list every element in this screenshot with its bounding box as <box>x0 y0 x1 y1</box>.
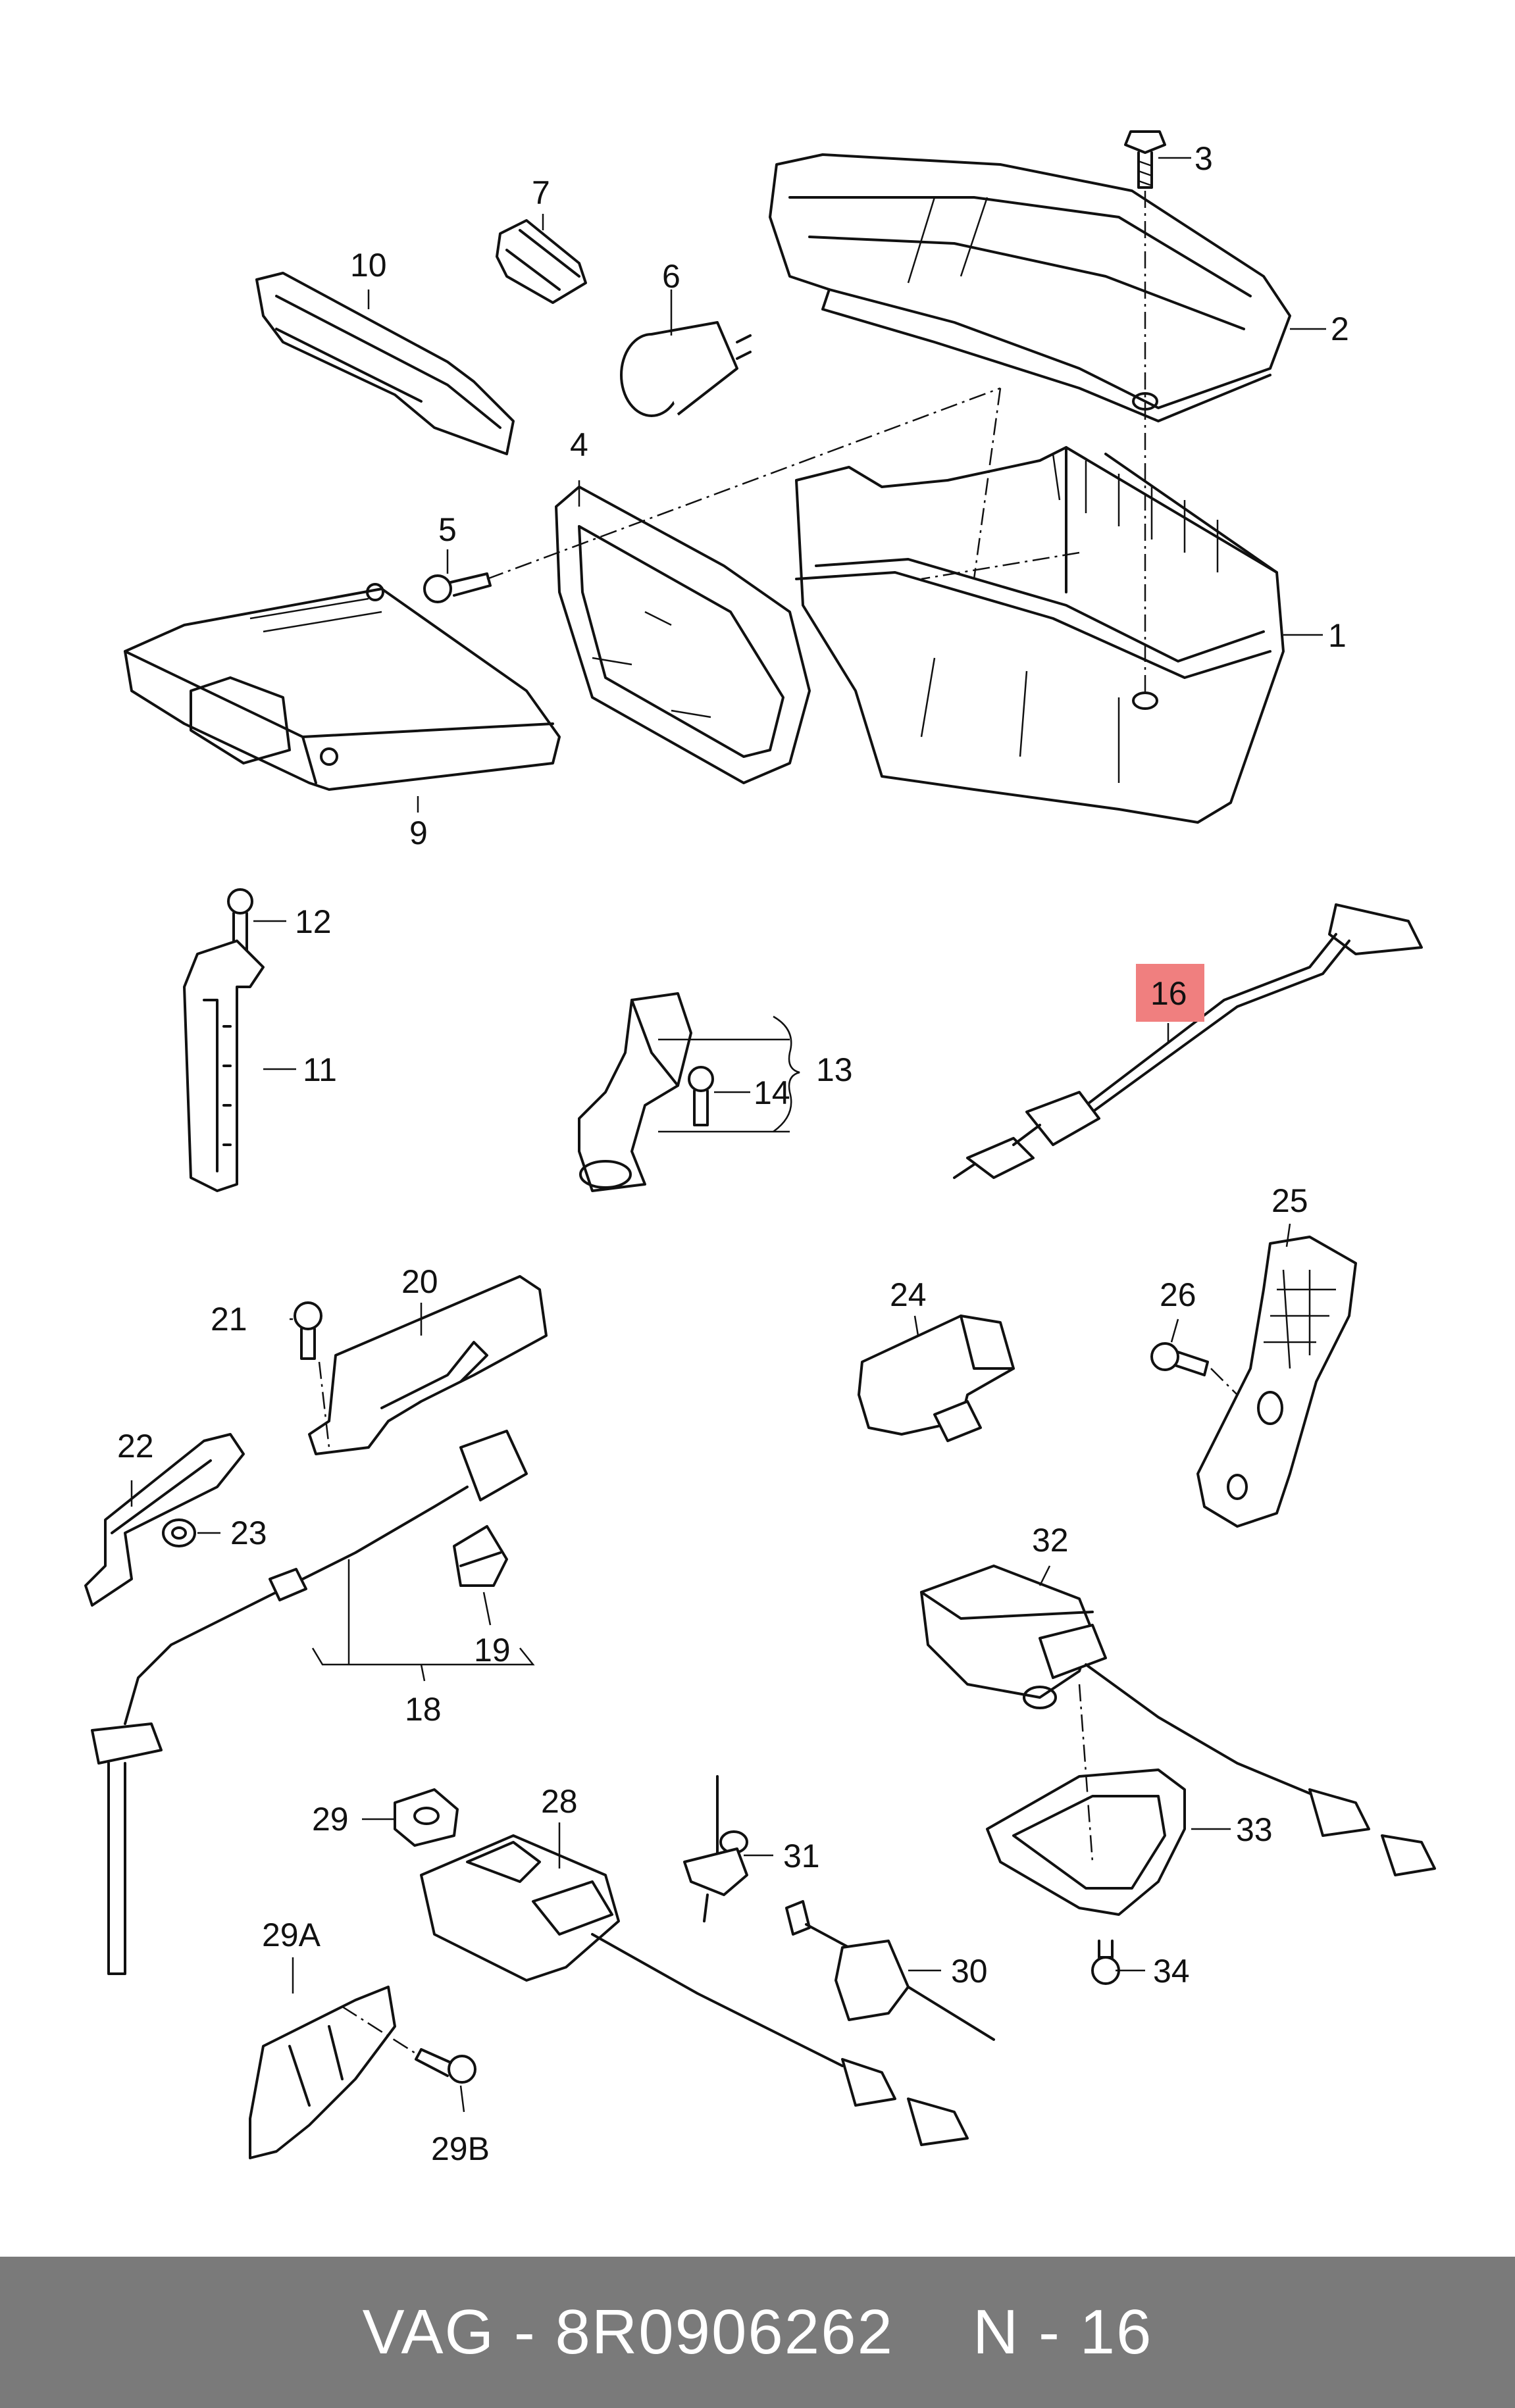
part-26-bolt[interactable] <box>1150 1342 1209 1376</box>
callout-29: 29 <box>312 1801 349 1838</box>
part-20-bracket[interactable] <box>308 1275 548 1455</box>
callout-20: 20 <box>401 1263 438 1300</box>
footer-separator: - <box>513 2297 536 2367</box>
part-25-bracket[interactable] <box>1196 1236 1357 1528</box>
callout-11: 11 <box>303 1051 337 1088</box>
part-18-temperature-sensor[interactable] <box>91 1430 528 1975</box>
part-7-bracket[interactable] <box>496 219 587 304</box>
part-number-footer: VAG - 8R0906262 N - 16 <box>0 2257 1515 2408</box>
part-29b-screw[interactable] <box>415 2048 476 2084</box>
callout-9: 9 <box>409 815 428 851</box>
part-10-cover-strip[interactable] <box>255 272 515 455</box>
part-13-sensor[interactable] <box>578 992 692 1192</box>
callout-labels: 3 2 1 7 6 10 4 5 9 12 11 13 14 16 20 21 … <box>117 140 1349 2167</box>
callout-29a: 29A <box>262 1917 321 1953</box>
highlight-box <box>1136 964 1204 1022</box>
callout-33: 33 <box>1236 1811 1273 1848</box>
part-21-bolt[interactable] <box>294 1301 322 1360</box>
part-11-sensor[interactable] <box>183 940 265 1192</box>
part-28-nox-sensor[interactable] <box>420 1834 969 2146</box>
part-22-clip-bracket[interactable] <box>84 1433 245 1607</box>
callout-26: 26 <box>1160 1276 1196 1313</box>
part-33-bracket[interactable] <box>986 1684 1186 1916</box>
part-1-housing-lower[interactable] <box>795 446 1285 824</box>
part-32-control-unit[interactable] <box>920 1565 1436 1876</box>
callout-25: 25 <box>1271 1182 1308 1219</box>
callout-19: 19 <box>474 1632 511 1668</box>
callout-21: 21 <box>211 1301 247 1338</box>
callout-13: 13 <box>816 1051 853 1088</box>
callout-31: 31 <box>783 1838 820 1874</box>
callout-30: 30 <box>951 1953 988 1990</box>
part-4-ecu-bracket[interactable] <box>555 486 811 784</box>
part-14-bolt[interactable] <box>688 1066 714 1126</box>
part-5-screw[interactable] <box>423 572 492 603</box>
callout-10: 10 <box>350 247 387 284</box>
leader-lines <box>130 157 1326 2113</box>
part-31-clip[interactable] <box>683 1775 748 1922</box>
callout-28: 28 <box>541 1783 578 1820</box>
footer-part-number: 8R0906262 <box>555 2297 894 2367</box>
part-6-relay[interactable] <box>620 321 752 417</box>
part-9-ecu[interactable] <box>124 583 561 791</box>
footer-brand: VAG <box>362 2297 496 2367</box>
callout-1: 1 <box>1328 617 1347 654</box>
callout-12: 12 <box>295 903 332 940</box>
part-34-screw[interactable] <box>1091 1940 1120 1985</box>
part-24-pressure-sensor[interactable] <box>858 1315 1015 1442</box>
part-29-nut[interactable] <box>394 1788 459 1847</box>
callout-22: 22 <box>117 1428 154 1465</box>
callout-18: 18 <box>405 1691 442 1728</box>
callout-34: 34 <box>1153 1953 1190 1990</box>
callout-14: 14 <box>754 1074 790 1111</box>
callout-23: 23 <box>230 1515 267 1551</box>
parts-diagram: 3 2 1 7 6 10 4 5 9 12 11 13 14 16 20 21 … <box>84 130 1436 2167</box>
part-2-housing-cover[interactable] <box>769 153 1291 422</box>
part-29a-bracket[interactable] <box>249 1986 396 2159</box>
footer-position-label: N - 16 <box>972 2297 1153 2367</box>
part-30-holder[interactable] <box>785 1900 995 2041</box>
callout-6: 6 <box>662 258 680 295</box>
callout-29b: 29B <box>431 2130 490 2167</box>
callout-2: 2 <box>1331 311 1349 347</box>
callout-16: 16 <box>1150 975 1187 1012</box>
part-16-lambda-sensor[interactable] <box>953 903 1423 1179</box>
callout-24: 24 <box>890 1276 927 1313</box>
part-23-nut[interactable] <box>162 1518 196 1547</box>
callout-7: 7 <box>532 174 550 211</box>
part-3-screw[interactable] <box>1124 130 1166 189</box>
callout-3: 3 <box>1194 140 1213 177</box>
callout-5: 5 <box>438 511 457 548</box>
part-19-clip[interactable] <box>453 1525 508 1587</box>
footer-text: VAG - 8R0906262 N - 16 <box>363 2296 1153 2369</box>
callout-4: 4 <box>570 426 588 463</box>
callout-32: 32 <box>1032 1522 1069 1559</box>
